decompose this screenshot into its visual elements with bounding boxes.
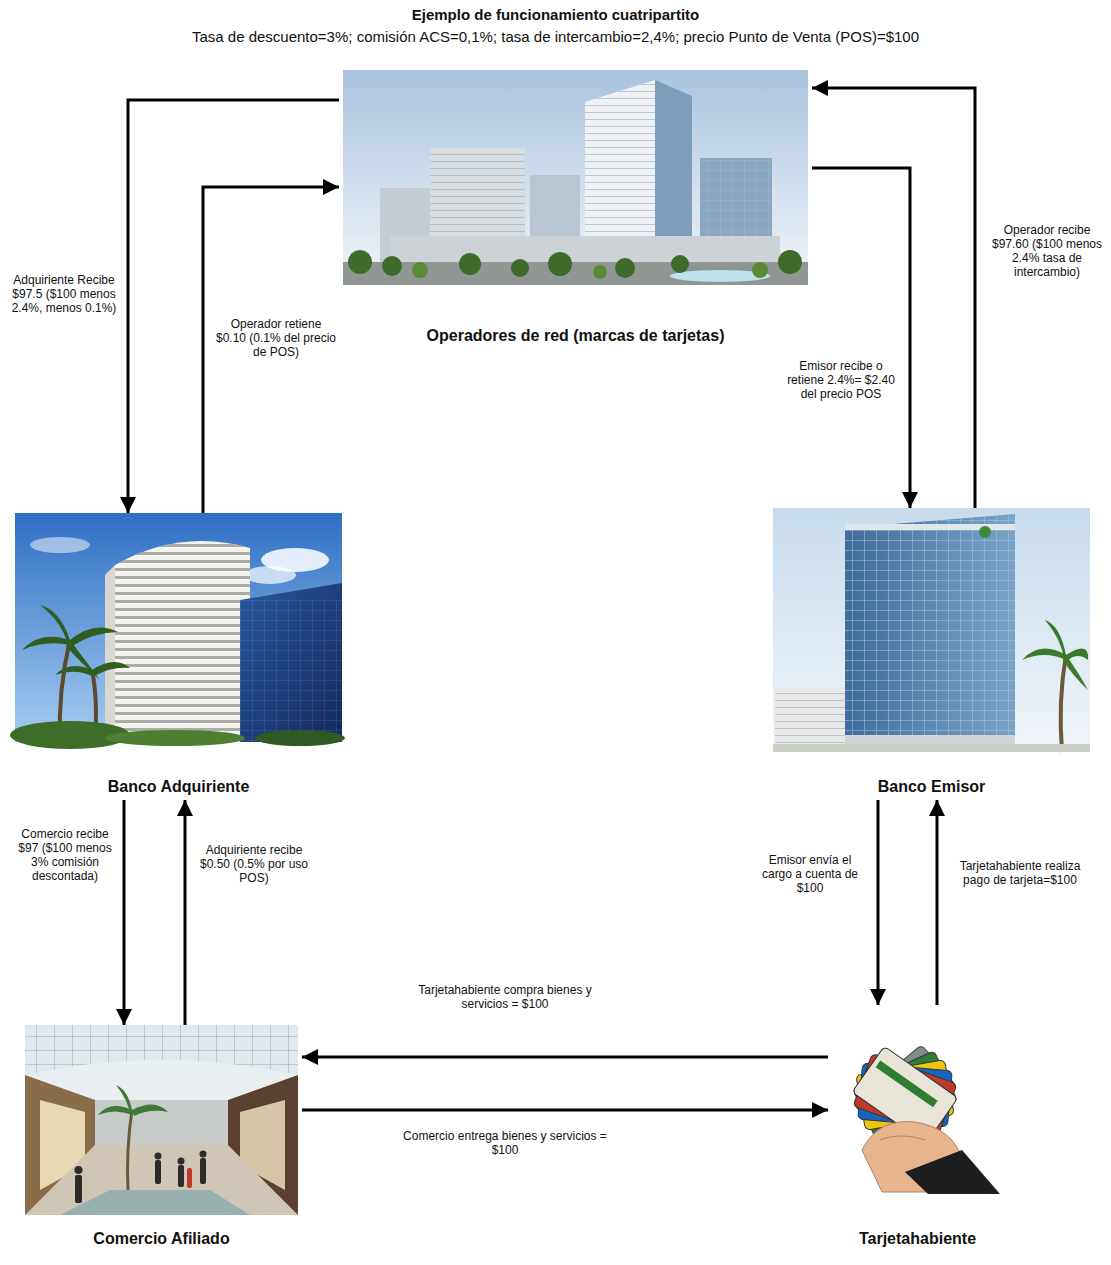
node-caption: Comercio Afiliado [21,1229,302,1248]
cardholder-hand [852,1045,1000,1194]
flow-label: Emisor envía el cargo a cuenta de $100 [750,852,870,896]
diagram-title: Ejemplo de funcionamiento cuatripartito [0,6,1111,24]
flow-arrow [184,800,187,1025]
flow-arrow [936,800,939,1005]
illustrated-node: Banco Adquiriente [11,513,346,800]
flow-label: Tarjetahabiente compra bienes y servicio… [395,982,615,1012]
illustrated-node: Operadores de red (marcas de tarjetas) [339,70,812,349]
flow-label: Tarjetahabiente realiza pago de tarjeta=… [950,858,1090,888]
acquiring-bank-building [10,513,345,749]
illustrated-node: Tarjetahabiente [828,1005,1007,1252]
node-caption: Tarjetahabiente [828,1229,1007,1248]
flow-label: Adquiriente Recibe $97.5 ($100 menos 2.4… [8,272,120,316]
node-caption: Banco Emisor [769,777,1094,796]
merchant-mall [25,1025,298,1215]
illustrated-node: Comercio Afiliado [21,1025,302,1252]
network-operator-building [343,70,808,285]
flow-arrow [812,88,975,508]
illustrated-node: Banco Emisor [769,508,1094,800]
flow-label: Adquiriente recibe $0.50 (0.5% por uso P… [196,842,312,886]
flow-label: Emisor recibe o retiene 2.4%= $2.40 del … [780,358,902,402]
flow-arrow [812,168,910,508]
flow-label: Comercio entrega bienes y servicios = $1… [395,1128,615,1158]
parameters-note: Tasa de descuento=3%; comisión ACS=0,1%;… [0,28,1111,46]
node-caption: Banco Adquiriente [11,777,346,796]
flow-arrow [302,1109,828,1112]
flow-label: Operador retiene $0.10 (0.1% del precio … [212,316,340,360]
flow-label: Comercio recibe $97 ($100 menos 3% comis… [12,826,118,884]
flow-label: Operador recibe $97.60 ($100 menos 2.4% … [988,222,1106,280]
flow-arrow [877,800,880,1005]
node-caption: Operadores de red (marcas de tarjetas) [339,326,812,345]
flow-arrow [302,1056,828,1059]
flow-arrow [123,800,126,1025]
flow-arrow [128,100,339,513]
flow-arrow [203,187,339,513]
issuing-bank-building [773,508,1090,752]
